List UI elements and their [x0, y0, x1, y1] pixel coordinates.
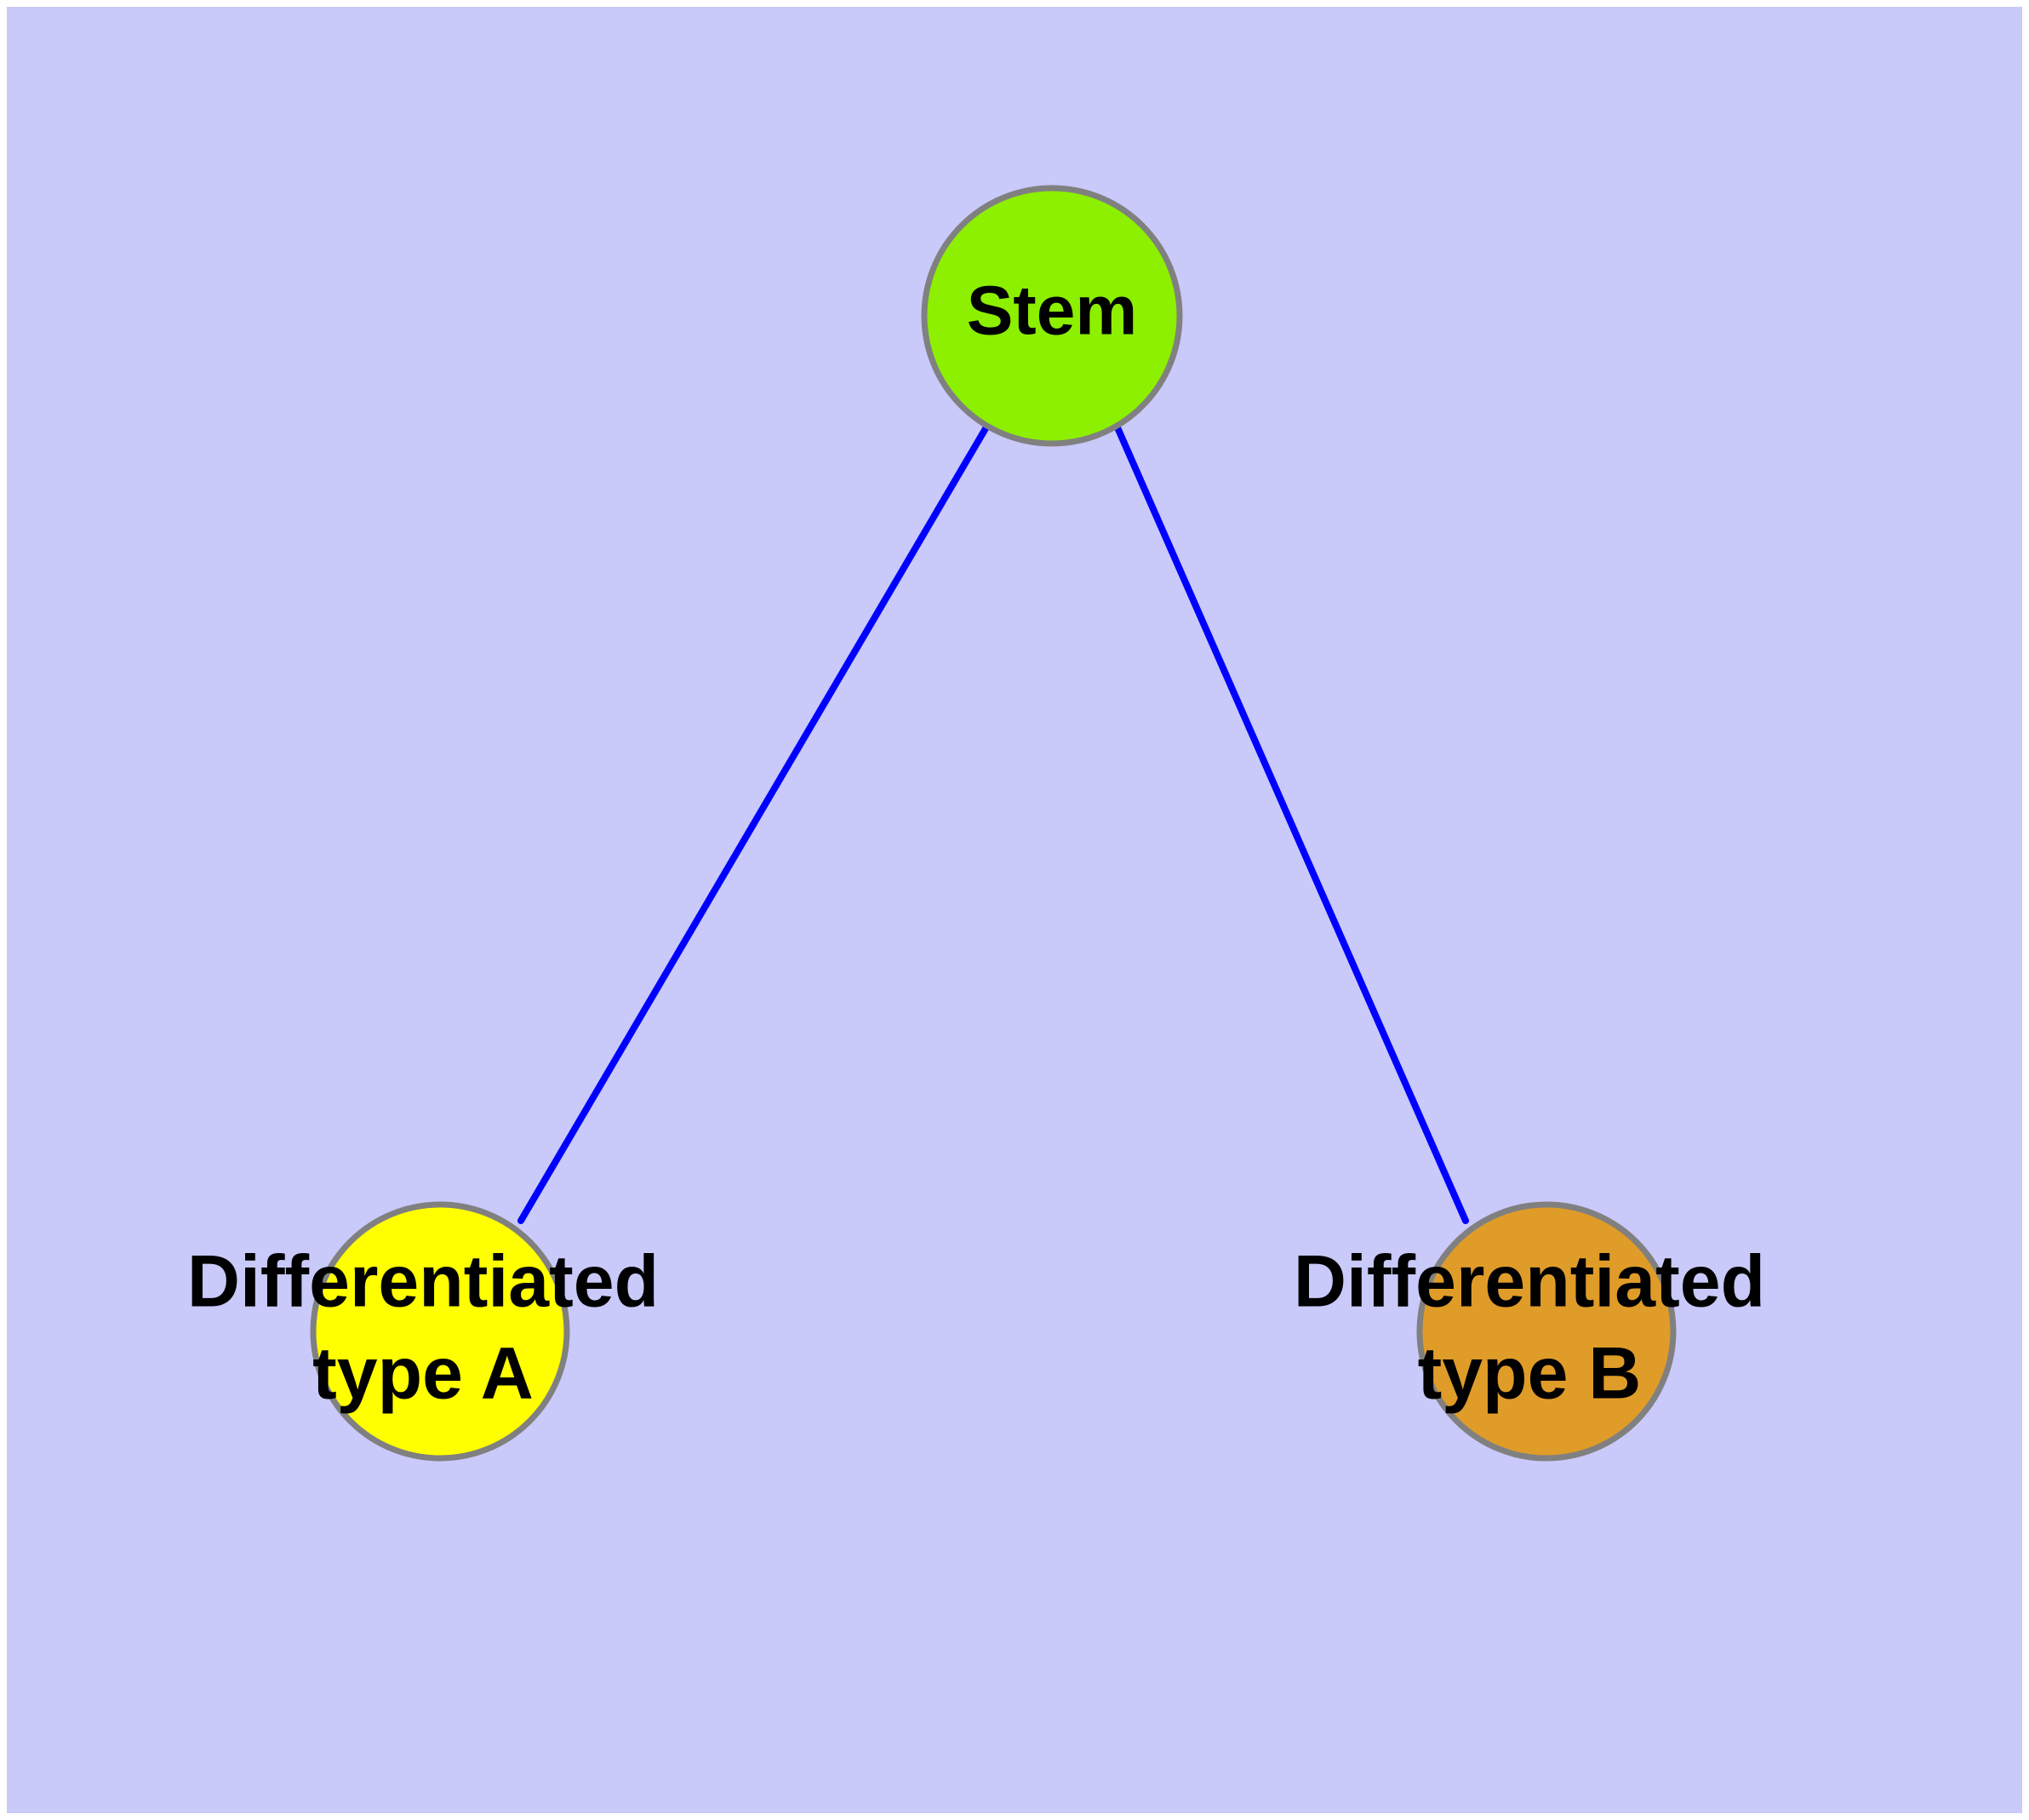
edge-layer	[517, 422, 1469, 1224]
node-label-differentiated-type-a-line1: Differentiated	[187, 1241, 659, 1323]
node-layer	[310, 185, 1677, 1462]
node-label-differentiated-type-b-line2: type B	[1418, 1333, 1642, 1415]
node-differentiated-type-a[interactable]	[310, 1201, 570, 1462]
label-layer: Stem Differentiated type A Differentiate…	[187, 272, 1765, 1415]
node-label-stem: Stem	[967, 272, 1138, 350]
node-differentiated-type-b[interactable]	[1416, 1201, 1677, 1462]
node-label-differentiated-type-b-line1: Differentiated	[1294, 1241, 1765, 1323]
edge-stem-to-differentiated-type-a[interactable]	[517, 422, 991, 1224]
edge-stem-to-differentiated-type-b[interactable]	[1113, 422, 1469, 1224]
node-label-differentiated-type-a-line2: type A	[312, 1333, 534, 1415]
node-stem[interactable]	[921, 185, 1183, 447]
